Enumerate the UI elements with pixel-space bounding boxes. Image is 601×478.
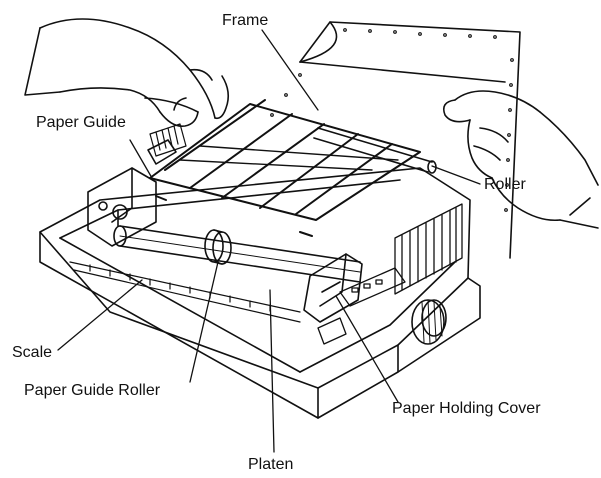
scale-bar <box>69 261 301 323</box>
frame-label: Frame <box>222 12 269 29</box>
paper-guide-roller-shape <box>204 229 232 265</box>
printer-body <box>39 167 481 419</box>
roller-leader <box>431 165 481 185</box>
platen-leader <box>269 289 275 453</box>
left-tractor <box>87 139 177 247</box>
roller-label: Roller <box>484 176 526 193</box>
scale-label: Scale <box>12 344 53 361</box>
paper-guide-roller-leader <box>189 261 219 383</box>
paper-guide-leader <box>129 139 153 179</box>
paper-guide-roller-label: Paper Guide Roller <box>24 382 161 399</box>
platen-label: Platen <box>248 456 294 473</box>
paper-frame <box>149 99 421 237</box>
leader-lines <box>57 29 481 453</box>
paper-holding-cover-leader <box>335 295 399 403</box>
scale-leader <box>57 279 143 351</box>
control-panel <box>317 267 406 345</box>
left-hand <box>24 18 230 128</box>
right-tractor <box>303 253 363 323</box>
continuous-paper <box>270 21 521 259</box>
platen-knob <box>411 299 447 345</box>
frame-leader <box>261 29 319 111</box>
platen-cylinder <box>113 225 361 283</box>
paper-holding-cover-label: Paper Holding Cover <box>392 400 541 417</box>
paper-guide-label: Paper Guide <box>36 114 126 131</box>
vent-grille <box>394 203 463 295</box>
ribbon-block <box>149 123 187 157</box>
right-hand <box>442 90 599 229</box>
